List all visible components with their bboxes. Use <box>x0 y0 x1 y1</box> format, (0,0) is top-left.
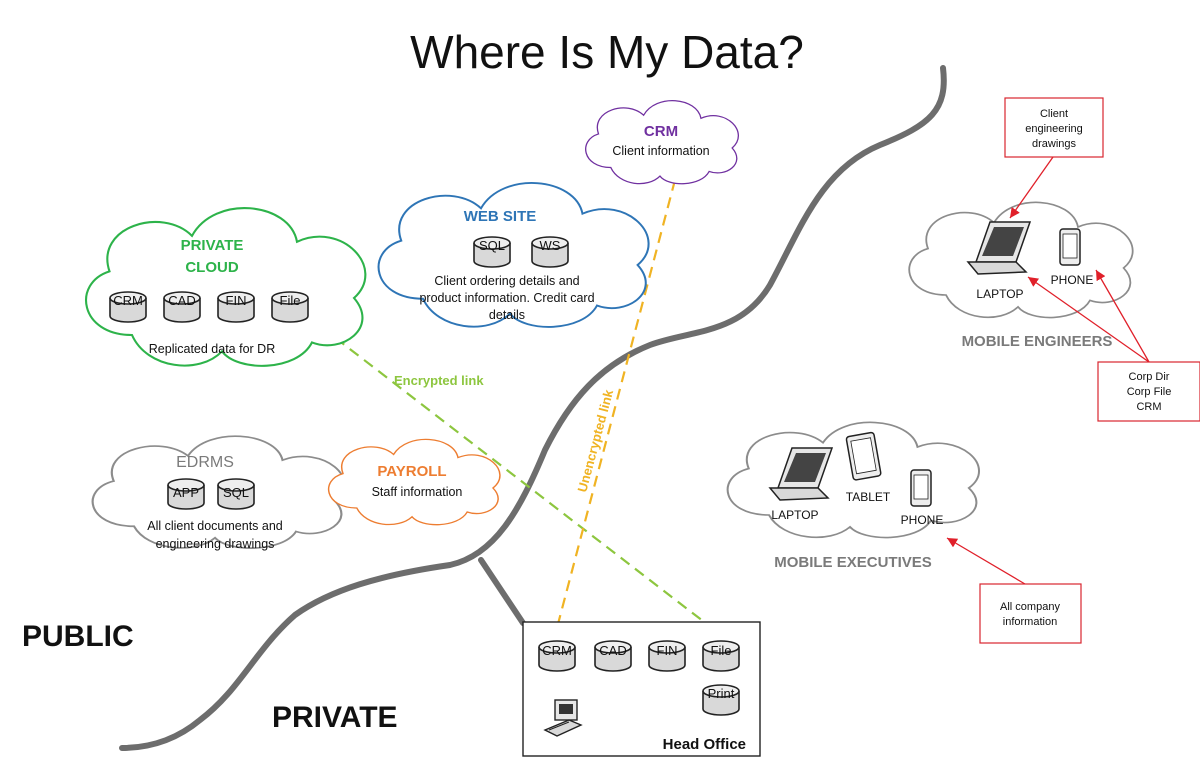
mobile-engineers-laptop-label: LAPTOP <box>976 287 1023 301</box>
callout-company-line1: All company <box>1000 601 1060 613</box>
head-office-db-file: File <box>711 643 732 658</box>
encrypted-link-label: Encrypted link <box>394 373 484 388</box>
crm-cloud-note: Client information <box>612 144 709 158</box>
payroll-title: PAYROLL <box>377 463 446 480</box>
head-office-connector <box>478 557 526 626</box>
callout-engineering-drawings: Client engineering drawings <box>1004 97 1104 219</box>
callout-engineering-line3: drawings <box>1032 138 1077 150</box>
edrms-db-app: APP <box>173 485 199 500</box>
crm-cloud-title: CRM <box>644 123 678 140</box>
mobile-executives-tablet-label: TABLET <box>846 490 891 504</box>
edrms-cloud: EDRMS APP SQL All client documents and e… <box>91 435 346 551</box>
phone-icon <box>1059 228 1081 266</box>
laptop-icon <box>768 447 834 501</box>
head-office-db-print: Print <box>708 686 735 701</box>
web-site-cloud: WEB SITE SQL WS Client ordering details … <box>377 181 650 328</box>
head-office-label: Head Office <box>663 736 746 753</box>
private-cloud-db-cad: CAD <box>168 293 195 308</box>
diagram-title: Where Is My Data? <box>410 26 804 78</box>
callout-company-information: All company information <box>946 537 1082 644</box>
mobile-executives-phone-label: PHONE <box>901 513 944 527</box>
private-zone-label: PRIVATE <box>272 701 398 734</box>
public-zone-label: PUBLIC <box>22 620 134 653</box>
web-site-db-ws: WS <box>540 238 561 253</box>
callout-corp-line2: Corp File <box>1127 386 1172 398</box>
edrms-title: EDRMS <box>176 454 234 471</box>
edrms-note-line1: All client documents and <box>147 519 283 533</box>
callout-engineering-line1: Client <box>1040 108 1068 120</box>
private-cloud-db-file: File <box>280 293 301 308</box>
web-site-note-line2: product information. Credit card <box>419 291 594 305</box>
web-site-note-line3: details <box>489 308 525 322</box>
private-cloud: PRIVATE CLOUD CRM CAD FIN File Replicate… <box>85 207 367 367</box>
private-cloud-title-line2: CLOUD <box>185 259 238 276</box>
encrypted-link-line <box>306 315 713 629</box>
edrms-db-sql: SQL <box>223 485 249 500</box>
web-site-note-line1: Client ordering details and <box>434 274 579 288</box>
mobile-engineers-label: MOBILE ENGINEERS <box>962 333 1113 350</box>
web-site-title: WEB SITE <box>464 208 537 225</box>
head-office-db-fin: FIN <box>657 643 678 658</box>
mobile-executives-cloud: LAPTOP TABLET PHONE MOBILE EXECUTIVES <box>726 421 981 571</box>
callout-engineering-line2: engineering <box>1025 123 1083 135</box>
web-site-db-sql: SQL <box>479 238 505 253</box>
public-private-boundary <box>119 65 947 751</box>
payroll-cloud: PAYROLL Staff information <box>327 438 501 526</box>
head-office-db-crm: CRM <box>542 643 572 658</box>
private-cloud-title-line1: PRIVATE <box>181 237 244 254</box>
laptop-icon <box>966 221 1032 275</box>
mobile-engineers-phone-label: PHONE <box>1051 273 1094 287</box>
head-office: CRM CAD FIN File Print Head Office <box>522 621 761 757</box>
mobile-engineers-cloud: LAPTOP PHONE MOBILE ENGINEERS <box>908 201 1134 350</box>
callout-corp: Corp Dir Corp File CRM <box>1027 269 1200 422</box>
private-cloud-note: Replicated data for DR <box>149 342 275 356</box>
phone-icon <box>910 469 932 507</box>
mobile-executives-label: MOBILE EXECUTIVES <box>774 554 932 571</box>
crm-cloud: CRM Client information <box>585 99 740 185</box>
callout-corp-line1: Corp Dir <box>1129 371 1170 383</box>
private-cloud-db-crm: CRM <box>113 293 143 308</box>
callout-corp-line3: CRM <box>1136 401 1161 413</box>
payroll-note: Staff information <box>372 485 463 499</box>
desktop-computer-icon <box>543 699 583 737</box>
mobile-executives-laptop-label: LAPTOP <box>771 508 818 522</box>
callout-company-line2: information <box>1003 616 1057 628</box>
tablet-icon <box>845 431 882 481</box>
unencrypted-link-line <box>551 179 677 644</box>
edrms-note-line2: engineering drawings <box>156 537 275 551</box>
head-office-db-cad: CAD <box>599 643 626 658</box>
private-cloud-db-fin: FIN <box>226 293 247 308</box>
